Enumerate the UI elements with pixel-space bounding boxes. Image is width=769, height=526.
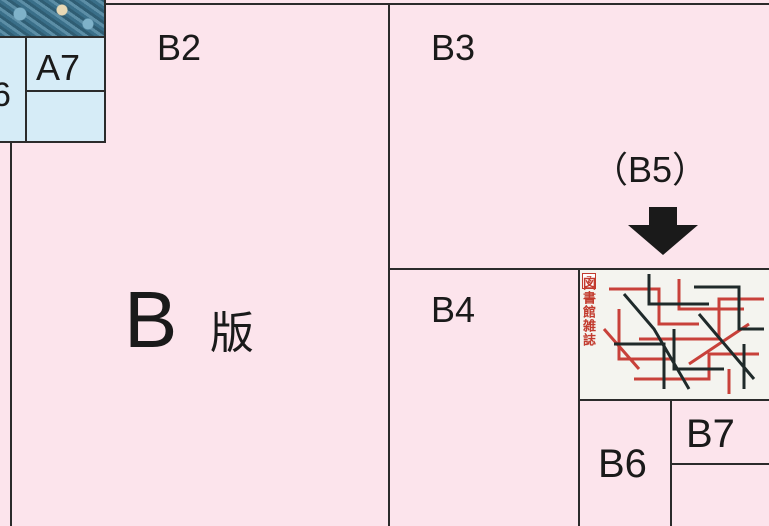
divider bbox=[578, 268, 580, 526]
divider bbox=[0, 36, 106, 38]
label-b6: B6 bbox=[598, 442, 647, 486]
main-label-suffix: 版 bbox=[210, 309, 254, 358]
divider bbox=[10, 141, 106, 143]
divider bbox=[388, 3, 390, 526]
label-a6-partial: 6 bbox=[0, 76, 11, 114]
divider bbox=[0, 141, 12, 143]
divider bbox=[104, 0, 106, 143]
cover-number: 7 bbox=[582, 273, 596, 289]
label-b5: （B5） bbox=[592, 149, 709, 190]
cover-maze-pattern bbox=[602, 274, 764, 394]
label-b4: B4 bbox=[431, 289, 476, 330]
cover-title: 図書館雑誌 bbox=[580, 277, 595, 347]
main-label-letter: B bbox=[124, 275, 178, 364]
divider bbox=[670, 399, 672, 526]
divider bbox=[670, 463, 769, 465]
label-b2: B2 bbox=[157, 27, 202, 68]
down-arrow-icon bbox=[628, 207, 698, 255]
divider bbox=[25, 37, 27, 143]
a-series-texture bbox=[0, 0, 106, 36]
divider bbox=[10, 141, 12, 526]
label-b3: B3 bbox=[431, 27, 476, 68]
label-b7: B7 bbox=[686, 412, 735, 456]
a-series-region bbox=[0, 0, 106, 143]
divider bbox=[104, 3, 769, 5]
divider bbox=[26, 90, 106, 92]
b5-cover-image: 7 図書館雑誌 bbox=[579, 269, 769, 400]
label-a7: A7 bbox=[36, 47, 81, 88]
divider bbox=[578, 399, 769, 401]
